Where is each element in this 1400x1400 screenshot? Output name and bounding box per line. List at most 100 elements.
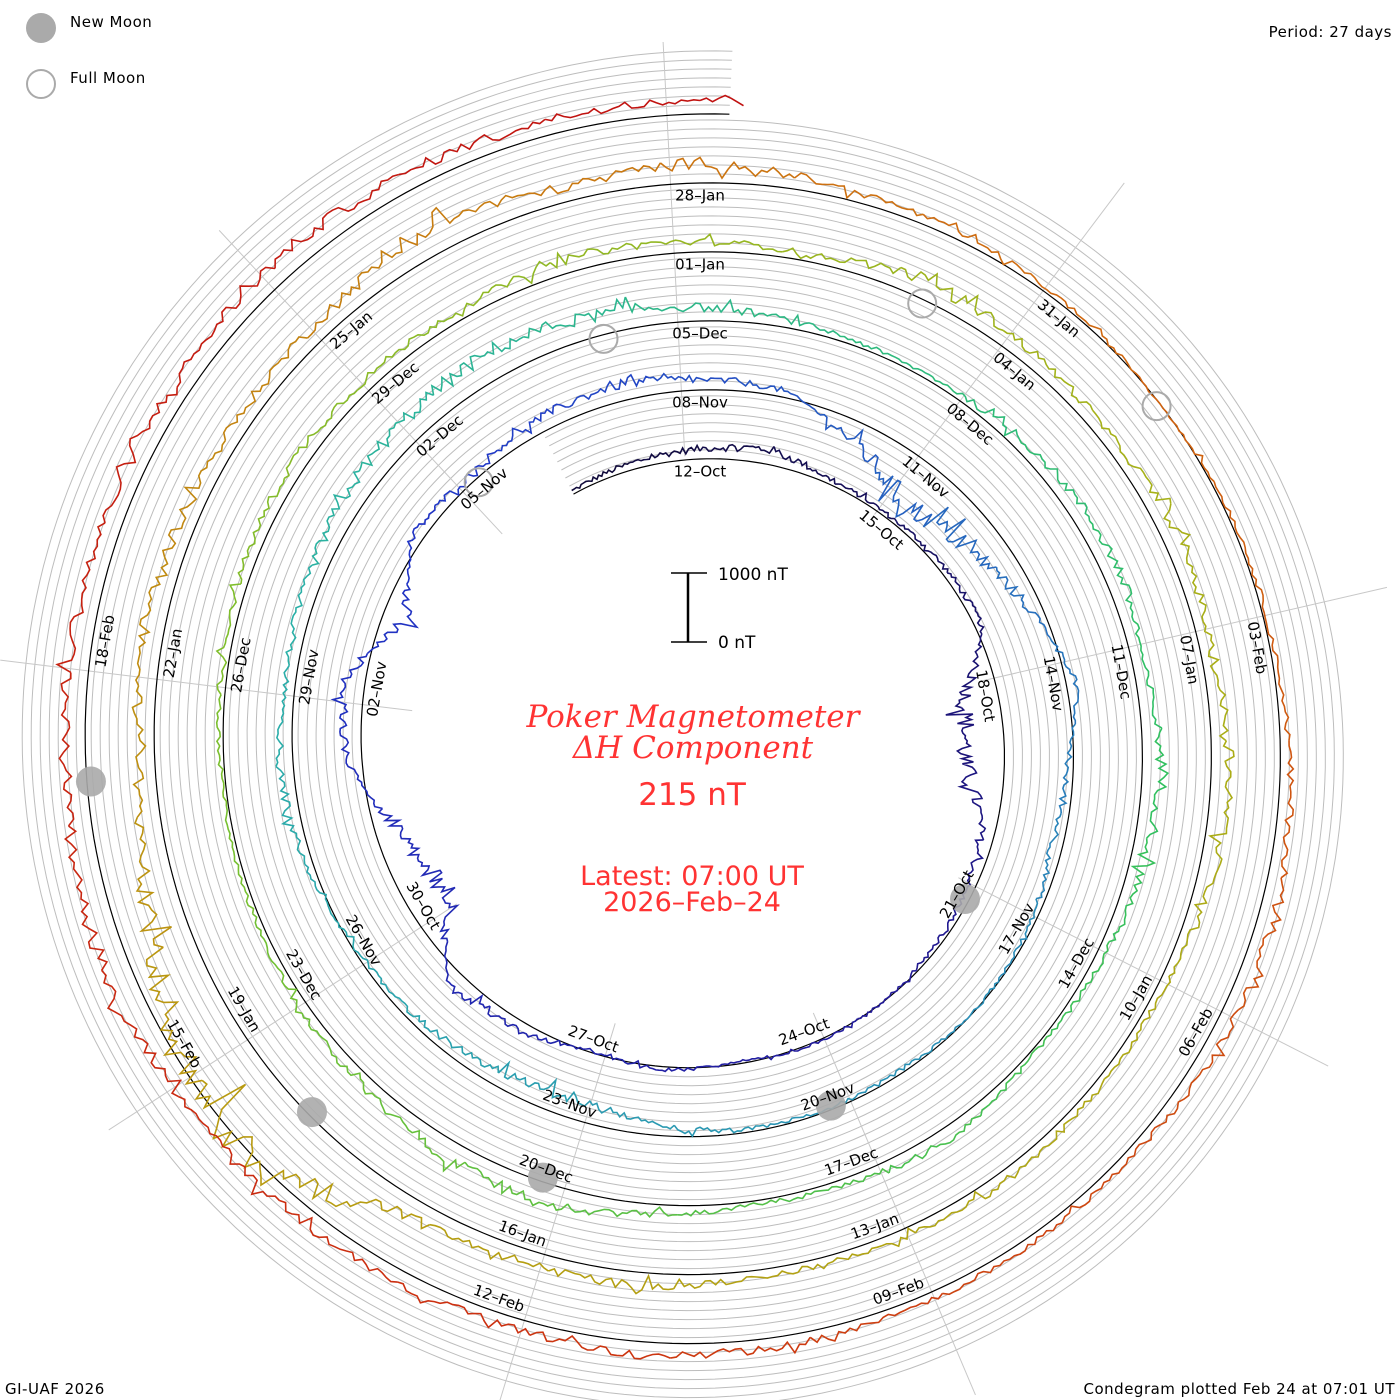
date-label: 16–Jan (496, 1217, 549, 1251)
data-trace-segment (55, 522, 106, 674)
data-trace-segment (888, 1115, 982, 1174)
data-trace-segment (1058, 723, 1076, 814)
grid-spoke (874, 182, 1125, 515)
data-trace-segment (447, 260, 551, 320)
data-trace-segment (304, 863, 355, 951)
grid-ring (21, 50, 1344, 1400)
data-trace-segment (215, 583, 242, 696)
grid-spoke (108, 903, 458, 1131)
data-trace-segment (673, 1124, 768, 1138)
date-label: 05–Dec (672, 325, 728, 343)
data-trace-segment (279, 1199, 398, 1283)
data-trace-segment (283, 389, 359, 480)
data-trace-segment (854, 1045, 934, 1098)
data-trace-segment (1135, 372, 1215, 483)
date-label: 17–Dec (822, 1144, 880, 1180)
date-label: 11–Dec (1108, 643, 1135, 701)
data-trace-segment (1261, 606, 1291, 741)
scale-bar: 1000 nT 0 nT (671, 565, 788, 653)
footer-credit: GI-UAF 2026 (5, 1380, 105, 1398)
data-trace-segment (134, 817, 172, 949)
data-trace-segment (567, 1203, 678, 1218)
data-trace-segment (1089, 520, 1135, 622)
latest-date: 2026–Feb–24 (603, 887, 781, 918)
data-trace-segment (497, 403, 570, 452)
data-trace-segment (874, 467, 933, 528)
data-trace-segment (814, 409, 879, 469)
date-label: 01–Jan (675, 256, 725, 274)
data-trace-segment (915, 906, 957, 972)
data-trace-segment (995, 566, 1051, 639)
latest-time: Latest: 07:00 UT (580, 861, 804, 892)
data-trace-segment (102, 387, 178, 524)
data-trace-segment (523, 296, 627, 339)
legend (26, 13, 56, 99)
data-trace-segment (418, 1019, 500, 1074)
date-label: 13–Jan (848, 1209, 901, 1243)
grid (0, 41, 1388, 1400)
data-trace-segment (298, 1177, 431, 1230)
full-moon-icon (463, 467, 494, 498)
data-trace-segment (399, 192, 529, 246)
data-trace-segment (419, 869, 460, 942)
data-trace-segment (1002, 329, 1094, 411)
full-moon-icon (588, 323, 619, 354)
data-trace-segment (568, 373, 650, 408)
data-trace-segment (857, 970, 917, 1020)
grid-spoke (218, 230, 503, 535)
data-trace-segment (1091, 409, 1172, 504)
data-trace-segment (177, 1095, 280, 1202)
data-trace-segment (942, 1222, 1063, 1296)
data-trace-segment (1163, 503, 1207, 622)
data-trace-segment (980, 1034, 1052, 1116)
data-trace-segment (237, 478, 286, 585)
data-trace-segment (375, 1095, 466, 1173)
data-trace-segment (1104, 975, 1172, 1080)
data-trace-segment (131, 685, 147, 818)
data-trace-segment (353, 949, 421, 1022)
grid-spoke (499, 1023, 616, 1400)
data-trace-segment (377, 807, 431, 870)
data-trace-segment (782, 247, 902, 275)
data-trace-segment (735, 377, 816, 411)
data-trace-segment (922, 213, 1039, 284)
data-trace-segment (1280, 740, 1295, 879)
data-trace-segment (834, 483, 897, 522)
data-trace-segment (1213, 481, 1265, 608)
grid-ring (57, 86, 1308, 1372)
data-trace-segment (330, 653, 369, 733)
data-trace-segment (1018, 438, 1091, 522)
data-trace-segment (275, 664, 290, 767)
date-label: 18–Oct (972, 668, 999, 723)
data-trace-segment (1132, 620, 1163, 729)
data-trace-segment (529, 1331, 671, 1360)
data-trace-segment (549, 241, 667, 270)
data-trace-segment (161, 439, 227, 558)
date-label: 08–Nov (672, 394, 728, 412)
new-moon-icon (296, 1097, 327, 1128)
data-trace-segment (733, 307, 838, 334)
data-trace-segment (997, 898, 1039, 983)
data-trace-segment (224, 805, 255, 914)
date-label: 19–Jan (224, 983, 264, 1035)
date-label: 12–Feb (471, 1281, 527, 1316)
data-trace-segment (222, 336, 308, 441)
data-trace-segment (1050, 941, 1110, 1036)
data-trace-segment (954, 633, 983, 709)
data-trace-segment (194, 1079, 301, 1187)
data-trace-segment (357, 318, 449, 391)
data-trace-segment (429, 1223, 549, 1272)
data-trace-segment (358, 391, 434, 472)
data-trace-segment (794, 172, 924, 217)
data-trace-segment (670, 1336, 811, 1359)
new-moon-icon (950, 884, 981, 914)
data-trace-segment (659, 156, 795, 180)
date-label: 28–Jan (675, 187, 725, 205)
data-trace-segment (544, 98, 701, 122)
data-trace-segment (784, 1167, 890, 1203)
scale-bottom-label: 0 nT (718, 633, 756, 653)
data-trace-segment (275, 765, 306, 865)
date-label: 09–Feb (870, 1274, 926, 1309)
grid-spoke (0, 659, 413, 712)
grid-ring (39, 68, 1326, 1390)
